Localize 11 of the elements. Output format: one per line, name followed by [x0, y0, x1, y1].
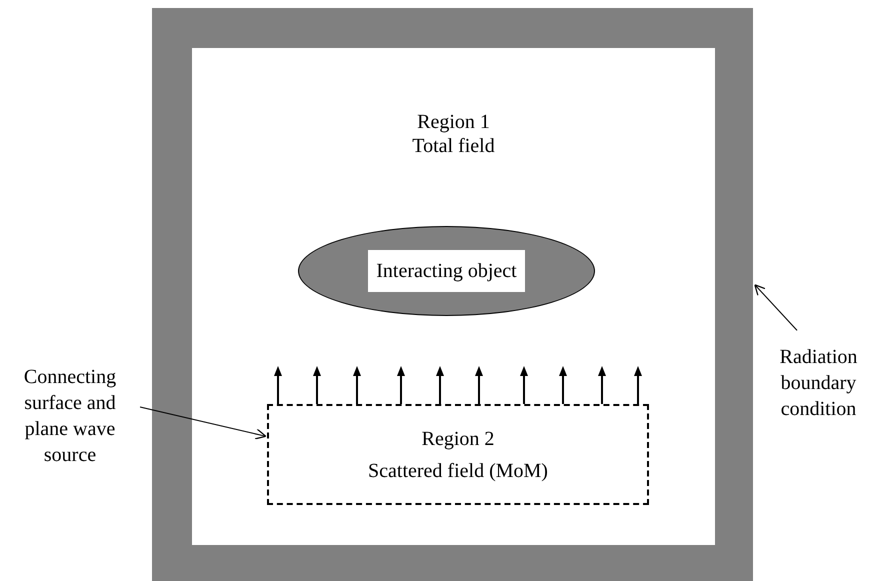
node-text: Scattered field (MoM) [368, 458, 548, 484]
node-text: Region 1 [417, 110, 490, 134]
boundary-frame [152, 8, 753, 581]
node-text: Interacting object [376, 259, 517, 283]
node-text: Total field [412, 134, 495, 158]
leader-line [754, 284, 798, 331]
node-text: Connecting surface and plane wave source [22, 365, 118, 468]
dashed-region-box [267, 404, 649, 505]
node-text: Radiation boundary condition [778, 345, 858, 422]
node-text: Region 2 [422, 426, 494, 452]
region-area [192, 48, 715, 545]
